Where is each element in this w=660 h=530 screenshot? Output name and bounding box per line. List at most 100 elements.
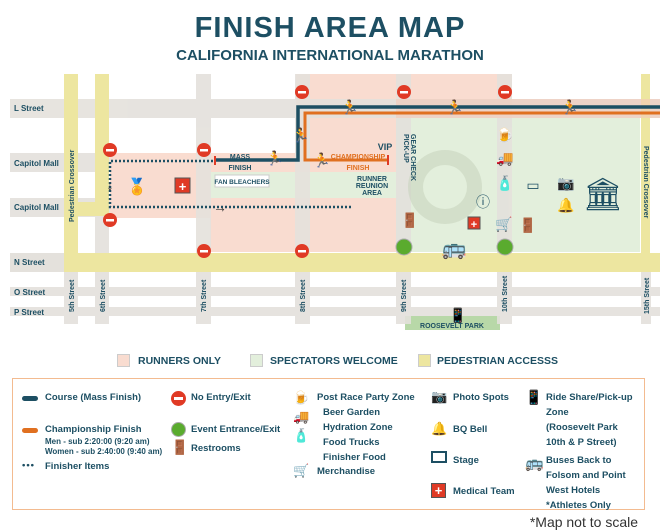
- championship-swatch: [22, 428, 38, 433]
- legend-finisher: Finisher Items: [45, 461, 110, 472]
- restroom-icon: 🚪: [519, 217, 536, 234]
- bus-icon: 🚌: [525, 455, 544, 472]
- street-label: Capitol Mall: [14, 203, 59, 212]
- legend-rideshare: Zone: [546, 407, 569, 418]
- spectators-swatch: [250, 354, 263, 367]
- legend-buses: Folsom and Point: [546, 470, 626, 481]
- street-label: 6th Street: [100, 279, 107, 312]
- camera-icon: 📷: [557, 175, 574, 192]
- legend-entrance: Event Entrance/Exit: [191, 424, 281, 435]
- legend-men: Men - sub 2:20:00 (9:20 am): [45, 437, 150, 446]
- runner-icon: 🏃: [341, 99, 358, 115]
- scale-note: *Map not to scale: [529, 514, 638, 530]
- legend-restrooms: Restrooms: [191, 443, 241, 454]
- info-icon: ⓘ: [476, 194, 490, 210]
- water-bottle-icon: 🧴: [293, 428, 310, 443]
- runner-icon: 🏃: [561, 99, 578, 115]
- rideshare-icon: 📱: [449, 307, 466, 324]
- legend-buses: Buses Back to: [546, 455, 612, 466]
- legend-noentry: No Entry/Exit: [191, 392, 251, 403]
- zone-label: SPECTATORS WELCOME: [270, 355, 398, 367]
- svg-text:+: +: [179, 179, 187, 194]
- legend-course: Course (Mass Finish): [45, 392, 142, 403]
- runner-icon: 🏃: [446, 99, 463, 115]
- medical-icon: +: [431, 483, 446, 498]
- legend-bell: BQ Bell: [453, 424, 488, 435]
- page-title: FINISH AREA MAP: [194, 12, 466, 44]
- street-label: Capitol Mall: [14, 159, 59, 168]
- entrance-icon: [496, 238, 514, 256]
- vip-label: VIP: [378, 142, 393, 152]
- legend-buses: *Athletes Only: [546, 500, 611, 511]
- mass-finish-label: FINISH: [229, 165, 252, 172]
- street-label: P Street: [14, 308, 44, 317]
- pedestrian-swatch: [418, 354, 431, 367]
- reunion-label: RUNNER: [357, 176, 387, 183]
- cart-icon: 🛒: [495, 216, 512, 233]
- street-label: 10th Street: [502, 275, 509, 312]
- legend-photo: Photo Spots: [453, 392, 509, 403]
- gear-check-label: PICK-UP: [402, 134, 409, 163]
- camera-icon: 📷: [431, 389, 448, 404]
- arrow-down-icon: ↓: [107, 177, 114, 193]
- legend-party-item: Food Trucks: [323, 437, 380, 448]
- finish-area-map: L Street Capitol Mall Capitol Mall N Str…: [10, 74, 660, 330]
- legend-party-item: Hydration Zone: [323, 422, 393, 433]
- runner-icon: 🏃: [313, 152, 330, 168]
- runners-swatch: [117, 354, 130, 367]
- entrance-icon: [171, 422, 186, 437]
- rideshare-icon: 📱: [525, 389, 543, 405]
- legend-champ: Championship Finish: [45, 424, 142, 435]
- crossover-label: Pedestrian Crossover: [69, 149, 76, 222]
- legend: Course (Mass Finish) Championship Finish…: [12, 378, 645, 511]
- legend-rideshare: 10th & P Street): [546, 437, 617, 448]
- svg-text:+: +: [471, 219, 477, 231]
- zone-label: RUNNERS ONLY: [138, 355, 222, 367]
- medal-icon: 🏅: [127, 177, 147, 196]
- finisher-items-path: [108, 159, 352, 209]
- championship-course-line: [303, 111, 660, 162]
- champ-finish-label: FINISH: [347, 165, 370, 172]
- champ-finish-label: CHAMPIONSHIP: [331, 154, 386, 161]
- runner-icon: 🏃: [292, 127, 309, 143]
- reunion-label: REUNION: [356, 183, 388, 190]
- street-label: N Street: [14, 258, 45, 267]
- mass-course-line: [215, 105, 660, 162]
- street-label: 5th Street: [69, 279, 76, 312]
- legend-rideshare: Ride Share/Pick-up: [546, 392, 633, 403]
- water-bottle-icon: 🧴: [496, 175, 513, 192]
- bell-icon: 🔔: [431, 421, 448, 436]
- legend-buses: West Hotels: [546, 485, 601, 496]
- legend-rideshare: (Roosevelt Park: [546, 422, 618, 433]
- food-truck-icon: 🚚: [496, 150, 513, 167]
- bus-icon: 🚌: [442, 238, 467, 260]
- legend-women: Women - sub 2:40:00 (9:40 am): [45, 447, 163, 456]
- legend-party: Post Race Party Zone: [317, 392, 415, 403]
- capitol-icon: 🏛: [583, 176, 624, 212]
- beer-icon: 🍺: [293, 390, 310, 405]
- park-zone: [405, 316, 500, 330]
- medical-icon: [174, 177, 191, 194]
- park-label: ROOSEVELT PARK: [420, 323, 484, 330]
- dots-icon: •••: [22, 460, 35, 471]
- reunion-label: AREA: [362, 190, 382, 197]
- bell-icon: 🔔: [557, 197, 574, 214]
- street-label: 9th Street: [401, 279, 408, 312]
- arrow-right-icon: →: [213, 199, 227, 215]
- street-label: O Street: [14, 288, 45, 297]
- street-label: L Street: [14, 104, 44, 113]
- no-entry-icons: [103, 85, 512, 258]
- fan-bleachers-label: FAN BLEACHERS: [214, 179, 270, 186]
- stage-icon: [431, 451, 447, 463]
- street-label: 7th Street: [201, 279, 208, 312]
- runner-icon: 🏃: [266, 150, 283, 166]
- no-entry-icon: [171, 391, 186, 406]
- crossover-label: Pedestrian Crossover: [642, 146, 649, 219]
- gear-check-label: GEAR CHECK: [409, 134, 416, 181]
- legend-party-item: Beer Garden: [323, 407, 381, 418]
- restroom-icon: 🚪: [401, 212, 418, 229]
- food-truck-icon: 🚚: [293, 409, 310, 424]
- mass-finish-label: MASS: [230, 154, 251, 161]
- stage-icon: ▭: [526, 177, 539, 193]
- medical-icon: [467, 216, 481, 230]
